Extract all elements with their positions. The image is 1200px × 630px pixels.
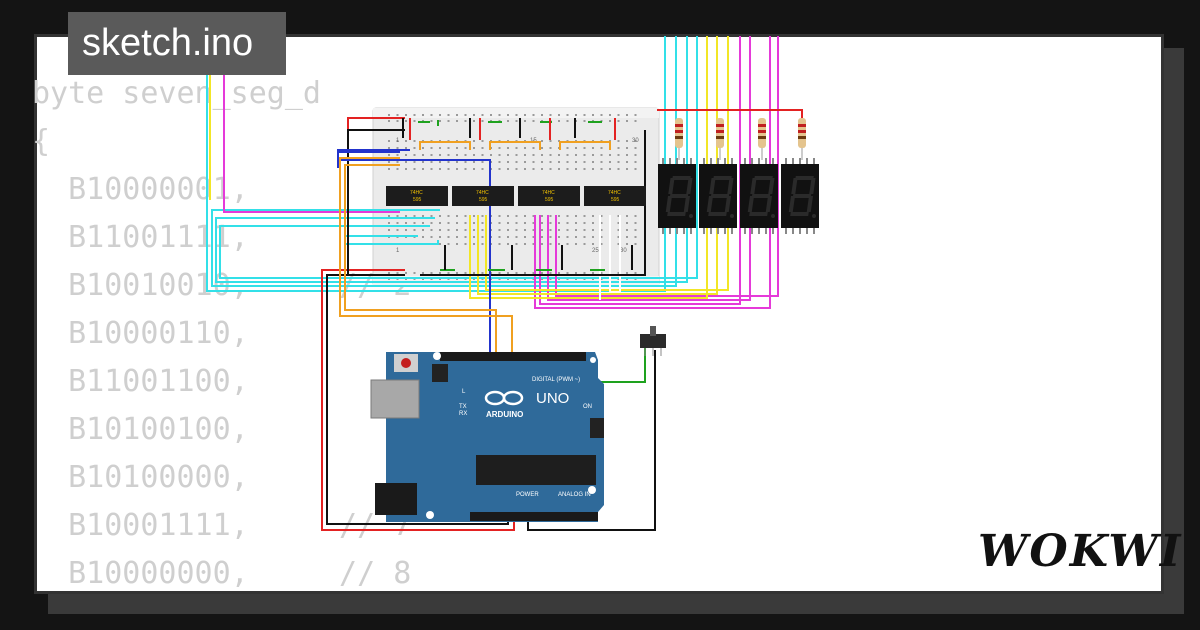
- seven-segment-displays[interactable]: 8888: [658, 158, 819, 234]
- chip-label: 74HC: [410, 190, 423, 196]
- seven-segment-display[interactable]: 8: [658, 158, 696, 234]
- wire-magenta: [555, 36, 779, 297]
- infinity-logo-icon: [484, 390, 524, 406]
- wire-orange: [339, 157, 513, 354]
- code-line: B10000000, // 8: [32, 556, 412, 591]
- svg-text:DIGITAL (PWM ~): DIGITAL (PWM ~): [532, 377, 580, 383]
- wire-green: [595, 340, 646, 383]
- chip-label: 74HC: [542, 190, 555, 196]
- code-line: B10000110,: [32, 316, 249, 351]
- svg-text:ON: ON: [583, 404, 592, 410]
- wokwi-logo: WOKWI: [978, 526, 1183, 577]
- svg-text:25: 25: [592, 248, 599, 254]
- code-line: B11001111,: [32, 220, 249, 255]
- sketch-filename-tab[interactable]: sketch.ino: [68, 12, 286, 75]
- usb-port: [370, 379, 420, 419]
- svg-text:30: 30: [620, 248, 627, 254]
- wire-magenta: [534, 36, 771, 309]
- wire-yellow: [485, 36, 729, 291]
- arduino-model: UNO: [536, 390, 569, 407]
- slide-switch[interactable]: [640, 326, 666, 356]
- power-jack: [375, 483, 417, 515]
- code-line: B10100100,: [32, 412, 249, 447]
- wire-magenta: [547, 36, 751, 301]
- seven-segment-display[interactable]: 8: [699, 158, 737, 234]
- wire-yellow: [469, 36, 708, 299]
- arduino-uno[interactable]: ARDUINO UNO ON TX RX L DIGITAL (PWM ~) P…: [370, 352, 604, 522]
- code-line: byte seven_seg_d: [32, 76, 321, 111]
- chip-label: 74HC: [476, 190, 489, 196]
- chip-label: 595: [479, 197, 488, 203]
- wire-red: [321, 269, 515, 531]
- arduino-brand: ARDUINO: [486, 410, 523, 419]
- code-line: B11001100,: [32, 364, 249, 399]
- seven-segment-display[interactable]: 8: [781, 158, 819, 234]
- seven-segment-display[interactable]: 8: [740, 158, 778, 234]
- resistors: [675, 118, 806, 160]
- chip-label: 595: [413, 197, 422, 203]
- svg-text:ANALOG IN: ANALOG IN: [558, 492, 591, 498]
- svg-text:RX: RX: [459, 411, 467, 417]
- svg-text:1: 1: [396, 248, 400, 254]
- wire-magenta: [223, 36, 400, 213]
- code-line: B10001111, // 7: [32, 508, 412, 543]
- code-line: {: [32, 124, 51, 159]
- svg-text:L: L: [462, 389, 466, 395]
- chip-label: 74HC: [608, 190, 621, 196]
- wire-cyan: [219, 36, 698, 279]
- code-line: B10000001,: [32, 172, 249, 207]
- wires: [206, 36, 803, 531]
- wire-blue: [337, 149, 410, 168]
- svg-text:30: 30: [632, 138, 639, 144]
- svg-text:1: 1: [396, 138, 400, 144]
- svg-text:TX: TX: [459, 404, 467, 410]
- chip-label: 595: [611, 197, 620, 203]
- code-line: B10100000,: [32, 460, 249, 495]
- svg-text:POWER: POWER: [516, 492, 539, 498]
- chip-label: 595: [545, 197, 554, 203]
- code-preview: byte seven_seg_d{ B10000001, B11001111, …: [32, 70, 411, 598]
